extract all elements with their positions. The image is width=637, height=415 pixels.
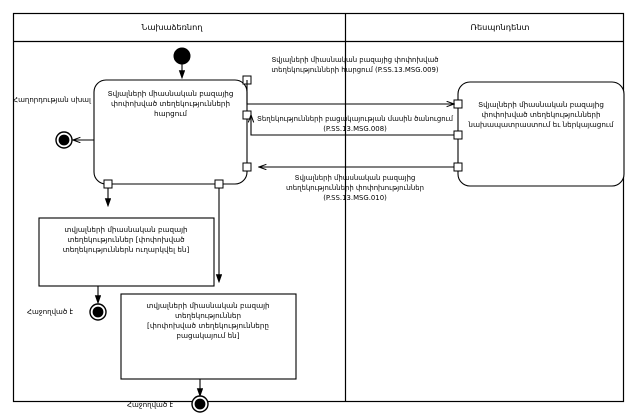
message-010-line-2: տեղեկությունների փոփոխություններ bbox=[286, 184, 424, 192]
activity-prepare-line-2: փոփոխված տեղեկությունների bbox=[481, 110, 600, 119]
activity-request-line-3: հարցում bbox=[154, 109, 187, 118]
pin-request-out-object-a bbox=[103, 179, 113, 189]
message-flow-010: Տվյալների միասնական բազայից տեղեկություն… bbox=[259, 167, 454, 202]
lane-header-initiator: Նախաձեռնող bbox=[142, 22, 204, 32]
object-absent-line-4: բացակայում են] bbox=[176, 331, 239, 340]
activity-prepare-line-3: նախապատրաստում եւ ներկայացում bbox=[467, 120, 614, 129]
object-sent-line-1: տվյալների միասնական բազայի bbox=[64, 225, 187, 234]
object-absent-line-2: տեղեկություններ bbox=[175, 311, 241, 320]
message-008-line-1: Տեղեկությունների բացակայության մասին ծան… bbox=[257, 115, 454, 123]
lane-title-initiator: Նախաձեռնող bbox=[142, 22, 204, 32]
activity-final-success-lower: Հաջողված է bbox=[127, 379, 209, 413]
message-008-line-2: (P.SS.13.MSG.008) bbox=[323, 125, 387, 133]
activity-request-line-2: փոփոխված տեղեկությունների bbox=[111, 99, 230, 108]
activity-request-line-1: Տվյալների միասնական բազայից bbox=[108, 89, 234, 98]
error-flow: Հաղորդության սխալ bbox=[13, 96, 94, 149]
message-010-line-1: Տվյալների միասնական բազայից bbox=[295, 174, 416, 182]
object-absent-line-1: տվյալների միասնական բազայի bbox=[146, 301, 269, 310]
pin-prepare-in-009 bbox=[453, 99, 463, 109]
message-flow-008: Տեղեկությունների բացակայության մասին ծան… bbox=[251, 115, 454, 136]
pin-request-out-object-b bbox=[214, 179, 224, 189]
object-info-sent[interactable]: տվյալների միասնական բազայի տեղեկությունն… bbox=[38, 188, 215, 287]
message-010-line-3: (P.SS.13.MSG.010) bbox=[323, 194, 387, 202]
lane-title-respondent: Ռեսպոնդենտ bbox=[471, 22, 530, 32]
message-flow-009: Տվյալների միասնական բազայից փոփոխված տեղ… bbox=[246, 56, 454, 104]
activity-request-changed-info[interactable]: Տվյալների միասնական բազայից փոփոխված տեղ… bbox=[93, 79, 248, 185]
activity-prepare-and-present[interactable]: Տվյալների միասնական բազայից փոփոխված տեղ… bbox=[457, 81, 625, 187]
message-009-line-2: տեղեկությունների հարցում (P.SS.13.MSG.00… bbox=[271, 66, 438, 74]
activity-final-success-upper: Հաջողված է bbox=[27, 286, 107, 321]
lane-header-respondent: Ռեսպոնդենտ bbox=[471, 22, 530, 32]
pin-request-in-008 bbox=[242, 110, 252, 120]
success-upper-label: Հաջողված է bbox=[27, 308, 73, 316]
success-lower-label: Հաջողված է bbox=[127, 401, 173, 409]
pin-prepare-out-008 bbox=[453, 130, 463, 140]
pin-request-in-010 bbox=[242, 162, 252, 172]
object-info-absent[interactable]: տվյալների միասնական բազայի տեղեկությունն… bbox=[120, 188, 297, 380]
pin-prepare-out-010 bbox=[453, 162, 463, 172]
activity-prepare-line-1: Տվյալների միասնական բազայից bbox=[478, 100, 604, 109]
error-flow-label: Հաղորդության սխալ bbox=[13, 96, 92, 104]
object-sent-line-3: տեղեկություններն ուղարկվել են] bbox=[63, 245, 190, 254]
message-009-line-1: Տվյալների միասնական բազայից փոփոխված bbox=[271, 56, 438, 64]
object-absent-line-3: [փոփոխված տեղեկությունները bbox=[147, 321, 269, 330]
swimlane-frame bbox=[12, 12, 625, 403]
object-sent-line-2: տեղեկություններ [փոփոխված bbox=[67, 235, 184, 244]
initial-node bbox=[173, 47, 191, 78]
